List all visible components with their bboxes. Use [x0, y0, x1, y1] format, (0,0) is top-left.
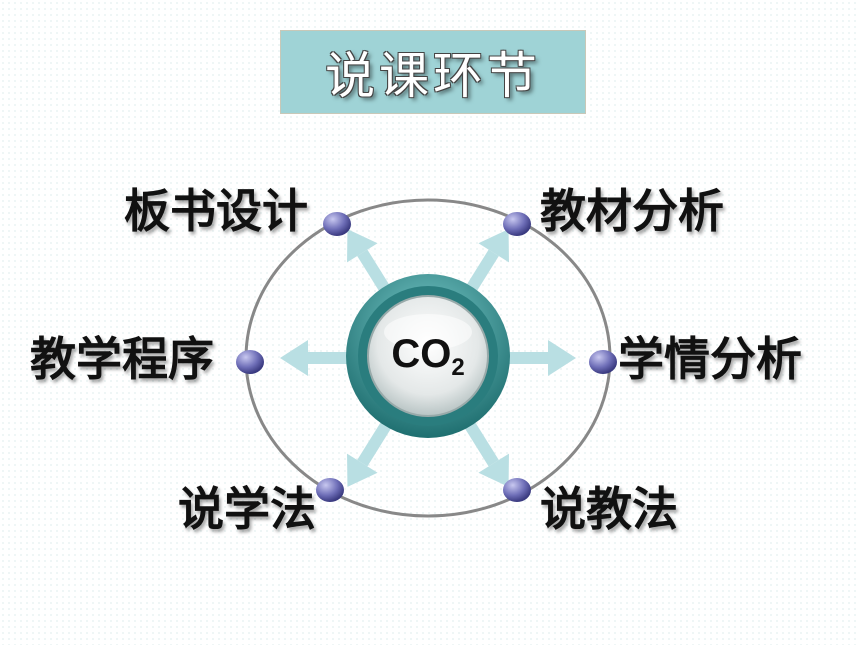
center-text: CO: [391, 332, 452, 376]
arrows: [280, 229, 576, 487]
node-label-board-design: 板书设计: [124, 184, 308, 238]
node-dot-teaching-method: [503, 478, 531, 502]
node-label-student-analysis: 学情分析: [618, 332, 802, 386]
node-dot-board-design: [323, 212, 351, 236]
center-label: CO2: [378, 334, 478, 380]
arrow-left: [280, 340, 358, 376]
title-box: 说课环节: [280, 30, 586, 114]
center-subscript: 2: [451, 354, 465, 381]
node-label-learning-method: 说学法: [178, 482, 316, 536]
node-label-teaching-method: 说教法: [540, 482, 678, 536]
node-dots: [236, 212, 617, 502]
title: 说课环节: [325, 47, 541, 105]
node-dot-student-analysis: [589, 350, 617, 374]
node-label-teaching-procedure: 教学程序: [30, 332, 214, 386]
node-dot-teaching-procedure: [236, 350, 264, 374]
node-dot-learning-method: [316, 478, 344, 502]
center-hub: [346, 274, 510, 438]
node-label-textbook-analysis: 教材分析: [540, 184, 724, 238]
node-dot-textbook-analysis: [503, 212, 531, 236]
arrow-right: [498, 340, 576, 376]
